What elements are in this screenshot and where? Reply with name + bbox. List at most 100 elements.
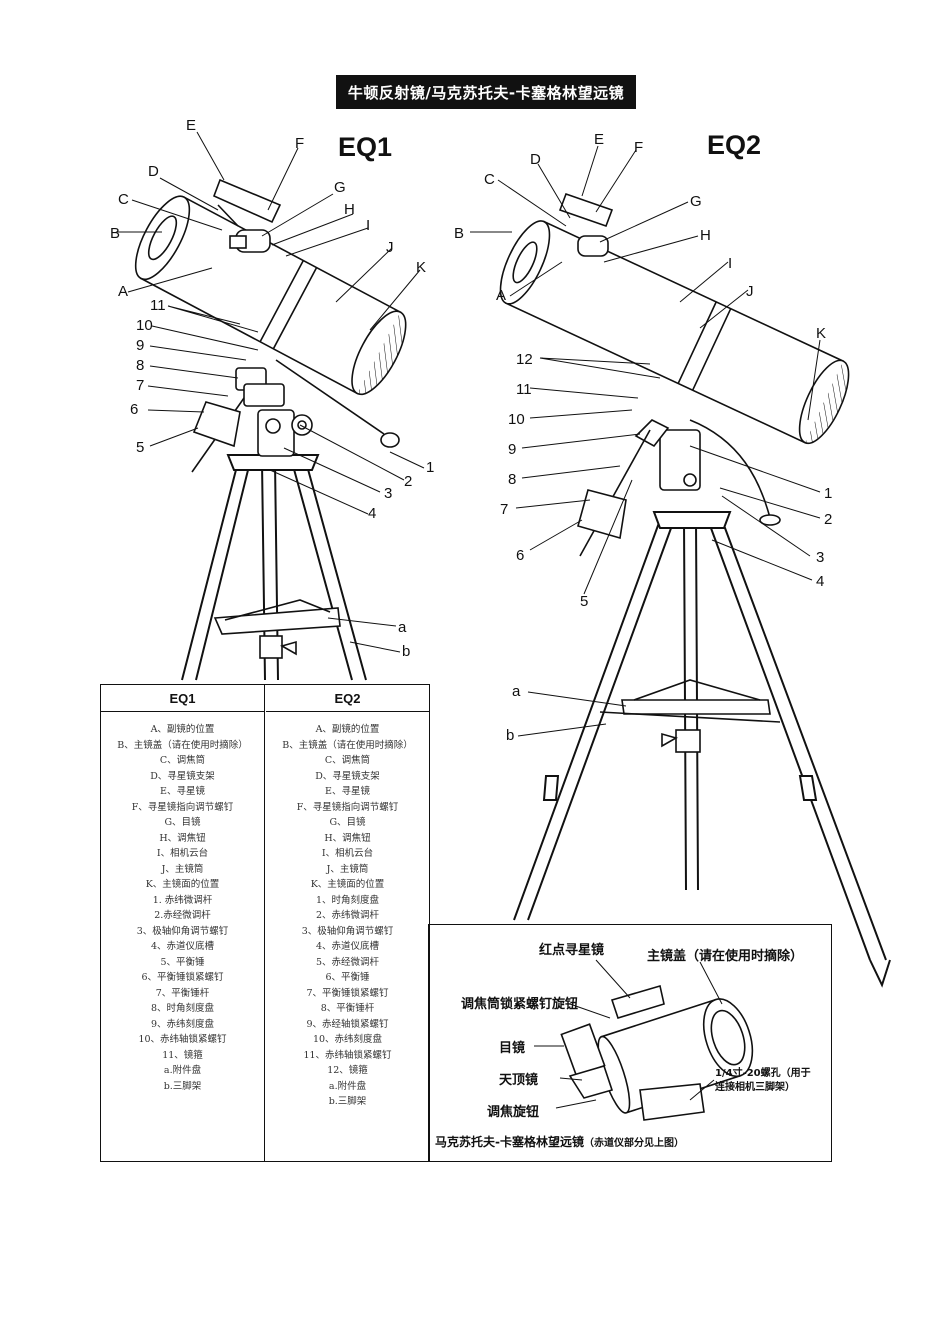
eq2-label-D: D — [530, 151, 541, 168]
eq2-label-a: a — [512, 683, 521, 700]
eq2-label-3: 3 — [816, 549, 824, 566]
eq2-label-1: 1 — [824, 485, 832, 502]
legend-eq2-item: K、主镜面的位置 — [310, 879, 385, 890]
legend-eq2-item: E、寻星镜 — [325, 786, 370, 797]
eq2-label-F: F — [634, 139, 643, 156]
legend-eq2-item: B、主镜盖（请在使用时摘除） — [282, 739, 413, 751]
legend-eq2-item: 6、平衡锤 — [325, 972, 370, 983]
eq1-label-J: J — [386, 239, 394, 256]
eq1-label-4: 4 — [368, 505, 376, 522]
legend-eq1-item: D、寻星镜支架 — [150, 770, 215, 782]
legend-eq2-item: 11、赤纬轴锁紧螺钉 — [303, 1049, 392, 1061]
legend-eq1-item: E、寻星镜 — [160, 786, 205, 797]
legend-eq2-item: C、调焦筒 — [324, 755, 371, 766]
eq2-label-K: K — [816, 325, 826, 342]
inset-label-focus-lock: 调焦筒锁紧螺钉旋钮 — [461, 997, 579, 1012]
inset-label-diagonal: 天顶镜 — [499, 1073, 539, 1088]
eq1-label-9: 9 — [136, 337, 144, 354]
inset-label-thread-hole-2: 连接相机三脚架） — [715, 1082, 795, 1093]
legend-eq1-item: I、相机云台 — [156, 848, 209, 859]
inset-label-red-dot-finder: 红点寻星镜 — [539, 943, 605, 958]
eq2-label-B: B — [454, 225, 464, 242]
legend-eq2-item: 4、赤道仪底槽 — [315, 941, 380, 952]
legend-eq1-item: 9、赤纬刻度盘 — [150, 1018, 215, 1030]
eq2-label-4: 4 — [816, 573, 824, 590]
legend-eq1-item: 4、赤道仪底槽 — [150, 941, 215, 952]
eq1-label-D: D — [148, 163, 159, 180]
inset-label-main-cap: 主镜盖（请在使用时摘除） — [647, 949, 804, 964]
eq1-label-2: 2 — [404, 473, 412, 490]
legend-eq1-item: a.附件盘 — [163, 1065, 202, 1076]
legend-eq2-item: G、目镜 — [329, 817, 366, 828]
legend-eq1-item: G、目镜 — [164, 817, 201, 828]
eq2-label-6: 6 — [516, 547, 524, 564]
legend-eq1-item: K、主镜面的位置 — [145, 879, 220, 890]
eq1-label-11: 11 — [150, 297, 166, 314]
eq2-label-I: I — [728, 255, 732, 272]
legend-eq1-item: 11、镜箍 — [162, 1049, 203, 1061]
eq2-label-H: H — [700, 227, 711, 244]
page-title: 牛顿反射镜/马克苏托夫-卡塞格林望远镜 — [336, 75, 636, 109]
legend-eq2-item: 1、时角刻度盘 — [315, 894, 380, 906]
eq2-heading: EQ2 — [707, 130, 762, 160]
legend-eq2-item: I、相机云台 — [321, 848, 374, 859]
eq1-label-1: 1 — [426, 459, 434, 476]
eq2-telescope-drawing: E D F C G B H A I J K 12 11 10 9 8 7 6 5… — [454, 131, 891, 988]
legend-eq1-item: 7、平衡锤杆 — [155, 987, 210, 999]
eq2-label-A: A — [496, 287, 506, 304]
eq1-label-C: C — [118, 191, 129, 208]
legend-eq2-header: EQ2 — [266, 685, 429, 712]
maksutov-drawing — [534, 959, 754, 1121]
legend-eq1-header: EQ1 — [101, 685, 264, 712]
legend-eq1-item: F、寻星镜指向调节螺钉 — [131, 801, 234, 813]
legend-eq2-item: 5、赤经微调杆 — [315, 956, 380, 968]
eq1-label-7: 7 — [136, 377, 144, 394]
legend-eq2-item: H、调焦钮 — [324, 832, 371, 844]
eq1-label-3: 3 — [384, 485, 392, 502]
eq1-label-H: H — [344, 201, 355, 218]
inset-label-thread-hole-1: 1/4寸-20螺孔（用于 — [715, 1068, 811, 1079]
eq1-heading: EQ1 — [338, 132, 393, 162]
legend-eq1-item: 6、平衡锤锁紧螺钉 — [141, 972, 224, 983]
eq1-label-a: a — [398, 619, 407, 636]
legend-eq2-item: A、副镜的位置 — [315, 724, 380, 735]
eq2-label-10: 10 — [508, 411, 525, 428]
eq1-label-B: B — [110, 225, 120, 242]
eq2-label-E: E — [594, 131, 604, 148]
inset-label-eyepiece: 目镜 — [499, 1041, 526, 1056]
legend-eq1-item: 1. 赤纬微调杆 — [152, 894, 213, 906]
eq1-label-10: 10 — [136, 317, 153, 334]
legend-eq2-item: b.三脚架 — [328, 1096, 367, 1107]
legend-eq1-item: H、调焦钮 — [159, 832, 206, 844]
legend-eq1-item: b.三脚架 — [163, 1080, 202, 1092]
eq2-label-7: 7 — [500, 501, 508, 518]
legend-eq2-item: 12、镜箍 — [327, 1065, 368, 1076]
legend-eq2-item: 7、平衡锤锁紧螺钉 — [306, 987, 389, 999]
inset-caption-note: （赤道仪部分见上图） — [583, 1138, 684, 1149]
eq2-label-J: J — [746, 283, 754, 300]
legend-eq2-item: 2、赤纬微调杆 — [315, 910, 380, 921]
inset-label-focus-knob: 调焦旋钮 — [487, 1105, 540, 1120]
legend-eq1-item: 5、平衡锤 — [160, 956, 205, 968]
eq1-telescope-drawing: E F D G C H I B J K A 11 10 9 8 7 6 5 1 … — [110, 117, 434, 681]
legend-eq1-item: J、主镜筒 — [161, 863, 204, 875]
eq1-label-I: I — [366, 217, 370, 234]
legend-eq2-item: D、寻星镜支架 — [315, 770, 380, 782]
legend-eq1-item: 8、时角刻度盘 — [150, 1003, 215, 1014]
eq2-label-b: b — [506, 727, 514, 744]
eq1-label-A: A — [118, 283, 128, 300]
inset-caption: 马克苏托夫-卡塞格林望远镜（赤道仪部分见上图） — [435, 1133, 684, 1150]
legend-eq2-item: 9、赤经轴锁紧螺钉 — [306, 1018, 389, 1030]
eq2-label-C: C — [484, 171, 495, 188]
eq2-label-2: 2 — [824, 511, 832, 528]
eq2-label-G: G — [690, 193, 702, 210]
eq1-label-5: 5 — [136, 439, 144, 456]
legend-eq1-item: 10、赤纬轴锁紧螺钉 — [138, 1034, 227, 1045]
inset-caption-title: 马克苏托夫-卡塞格林望远镜 — [435, 1135, 584, 1149]
eq2-label-9: 9 — [508, 441, 516, 458]
parts-legend: EQ1 A、副镜的位置 B、主镜盖（请在使用时摘除） C、调焦筒 D、寻星镜支架 E、寻… — [100, 684, 430, 1162]
